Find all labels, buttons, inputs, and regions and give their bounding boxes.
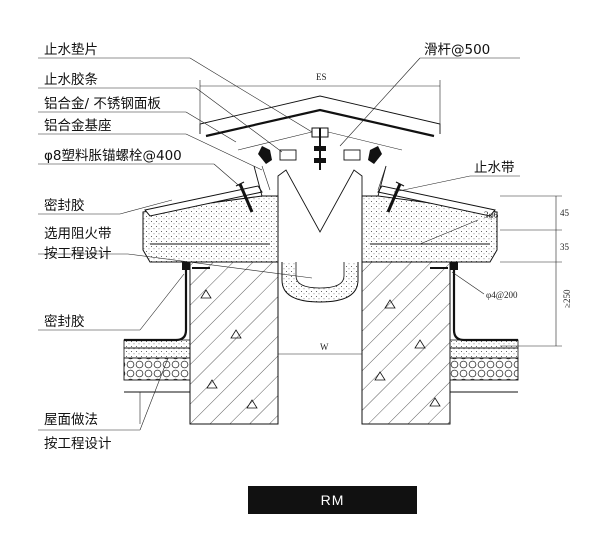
label-waterstop-pad: 止水垫片 [44,42,98,58]
anchor-bolts [235,181,405,213]
label-anchor-bolt: φ8塑料胀锚螺栓@400 [44,148,182,164]
label-fire-belt-note: 按工程设计 [44,246,112,262]
fire-barrier-belt [281,262,359,303]
left-roof-layers [123,339,191,424]
label-roof-note: 按工程设计 [44,436,112,452]
label-slide-rod: 滑杆@500 [424,42,490,58]
right-roof-layers [449,339,519,393]
label-sealant-lower: 密封胶 [44,313,85,330]
label-rubber-strip: 止水胶条 [44,71,98,88]
dim-45: 45 [560,208,570,218]
dim-35: 35 [560,242,570,252]
waterproof-membrane [124,262,518,342]
dim-250: ≥250 [562,289,572,308]
model-code-badge: RM [248,486,417,514]
sealant-flashing [144,185,496,217]
slide-rod [311,127,329,170]
dim-rebar-side: φ4@200 [486,290,518,300]
dim-w: W [320,342,329,352]
dimension-lines [199,80,562,355]
label-roof-method: 屋面做法 [44,412,98,428]
left-concrete-wall [189,261,279,425]
label-sealant-top: 密封胶 [44,197,85,214]
leader-lines [38,57,520,431]
right-concrete-wall [361,261,451,425]
label-fire-belt: 选用阻火带 [44,226,112,242]
aluminium-base [253,165,387,233]
dim-rebar-top: 3φ6 [484,210,499,220]
label-water-belt: 止水带 [474,160,515,176]
label-panel: 铝合金/ 不锈钢面板 [44,96,161,112]
panel-clips [258,146,382,164]
label-base: 铝合金基座 [44,117,112,134]
dim-es: ES [316,72,327,82]
